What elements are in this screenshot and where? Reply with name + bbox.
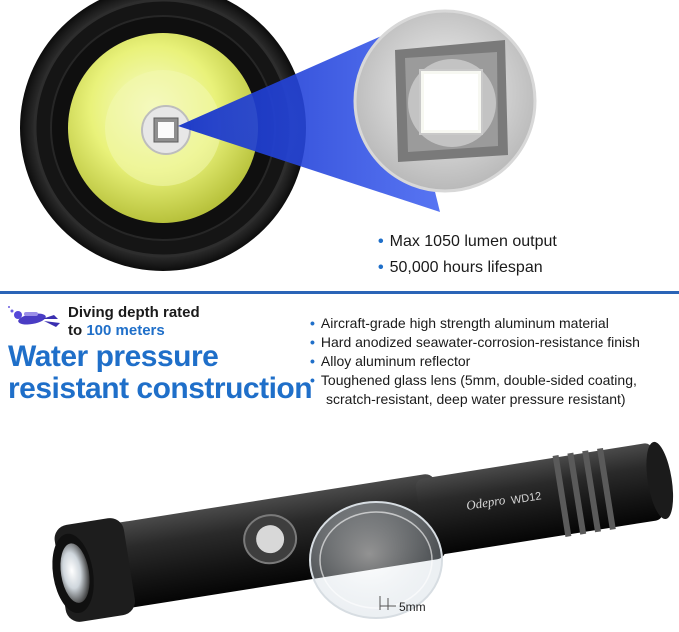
spec-item-lens: •Toughened glass lens (5mm, double-sided… <box>310 372 637 407</box>
spec-list: •Aircraft-grade high strength aluminum m… <box>310 314 675 409</box>
headline-line-1: Water pressure <box>8 340 219 373</box>
headline-line-2: resistant construction <box>8 372 313 405</box>
spec-item: •Alloy aluminum reflector <box>310 353 471 369</box>
model-label: WD12 <box>510 490 542 507</box>
spec-item: •Aircraft-grade high strength aluminum m… <box>310 315 609 331</box>
lumen-feature: •Max 1050 lumen output <box>378 233 557 250</box>
section-divider <box>0 291 679 294</box>
flashlight-head-illustration <box>20 0 537 271</box>
lifespan-feature: •50,000 hours lifespan <box>378 259 543 276</box>
spec-item: •Hard anodized seawater-corrosion-resist… <box>310 334 640 350</box>
brand-logo: Odepro <box>465 492 507 513</box>
flashlight-body-illustration: Odepro WD12 <box>52 441 674 622</box>
depth-rating-value: to 100 meters <box>68 322 165 339</box>
depth-rating-label: Diving depth rated <box>68 304 200 321</box>
diver-icon <box>8 306 60 327</box>
top-feature-list: •Max 1050 lumen output •50,000 hours lif… <box>378 229 678 281</box>
lens-thickness-label: 5mm <box>399 600 426 614</box>
